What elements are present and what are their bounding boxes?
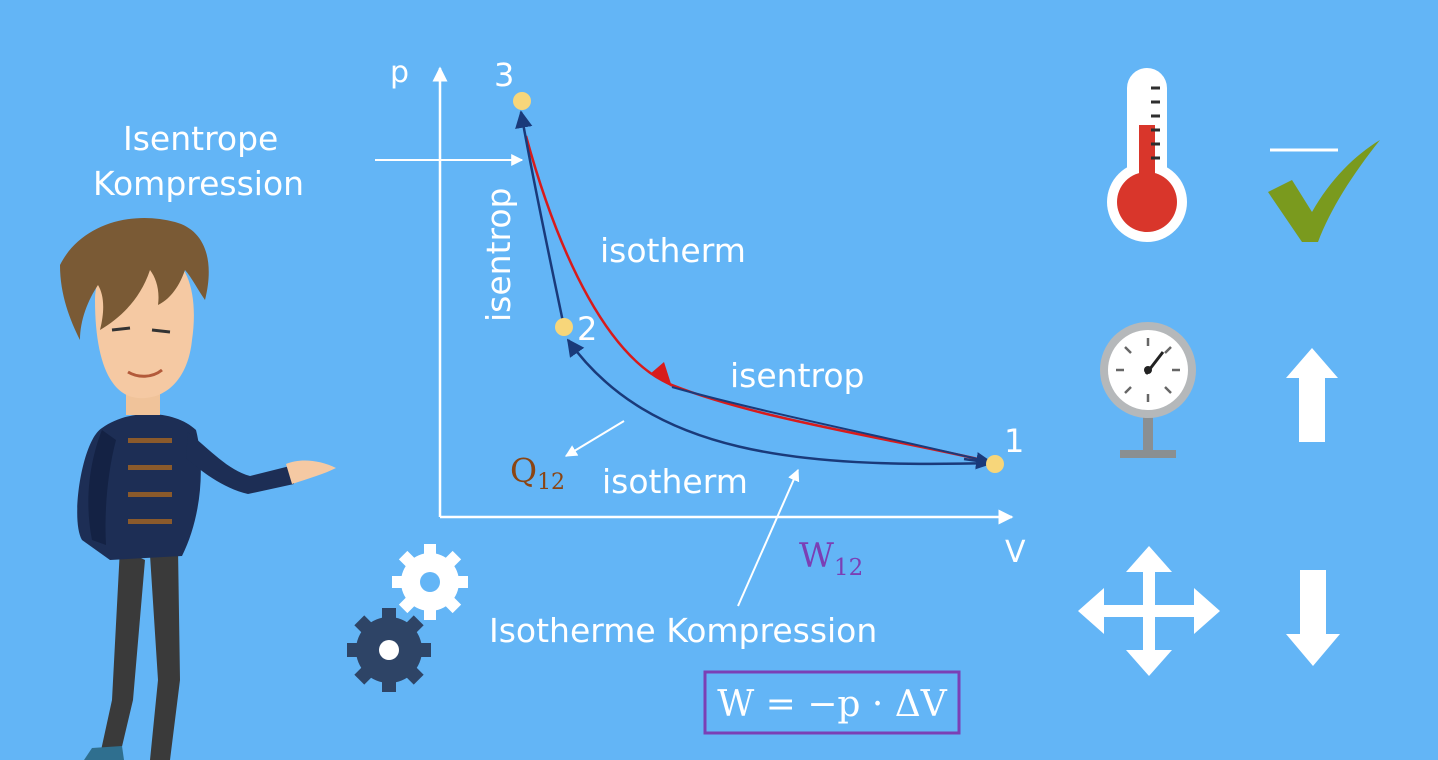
annotation-isentrope-line2: Kompression	[93, 164, 304, 203]
annotation-isotherme-arrow	[737, 468, 800, 607]
expand-arrows-icon	[1078, 546, 1220, 676]
checkmark-icon	[1268, 140, 1380, 242]
state-point-3	[513, 92, 531, 110]
isotherm-curve-1-to-2	[566, 338, 993, 466]
red-curve-arrowhead	[650, 362, 672, 387]
heat-arrow	[564, 420, 625, 457]
formula-box	[703, 670, 961, 735]
thermometer-icon	[1107, 68, 1187, 242]
label-isotherm-bottom: isotherm	[602, 462, 748, 501]
work-symbol: W12	[799, 536, 863, 581]
pressure-gauge-icon	[1100, 322, 1196, 458]
isotherm-curve-3-to-1	[524, 135, 996, 465]
arrow-down-icon	[1286, 570, 1340, 666]
point-label-3: 3	[494, 56, 514, 94]
state-point-1	[986, 455, 1004, 473]
isentrop-curve-bottom	[671, 386, 991, 463]
presenter-character	[60, 217, 336, 760]
formula-text: W = −p · ΔV	[717, 684, 948, 725]
label-isentrop-lower: isentrop	[730, 356, 865, 395]
y-axis-label: p	[390, 55, 409, 90]
annotation-isotherme: Isotherme Kompression	[489, 611, 877, 650]
annotation-isentrope-line1: Isentrope	[123, 119, 278, 158]
heat-symbol: Q12	[510, 451, 565, 495]
state-point-2	[555, 318, 573, 336]
point-label-2: 2	[577, 310, 597, 348]
gears-icon	[347, 544, 468, 692]
label-isotherm-upper: isotherm	[600, 231, 746, 270]
x-axis-label: V	[1005, 535, 1026, 570]
label-isentrop-vertical: isentrop	[479, 188, 518, 323]
isentrop-curve-2-to-3	[515, 110, 565, 323]
point-label-1: 1	[1004, 422, 1024, 460]
arrow-up-icon	[1286, 348, 1338, 442]
